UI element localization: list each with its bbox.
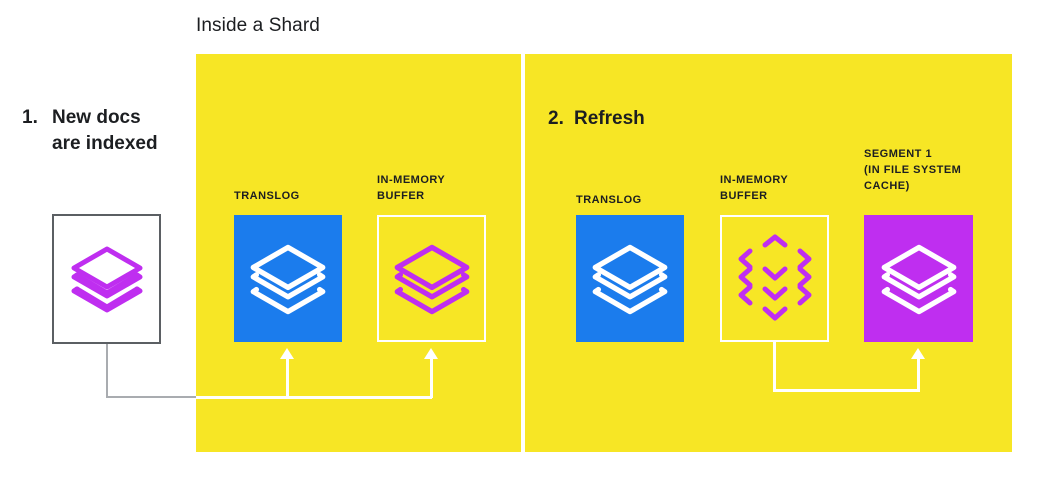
layers-stack-icon bbox=[590, 241, 670, 317]
step-2-label: Refresh bbox=[574, 108, 645, 129]
connector-docbox-down bbox=[106, 344, 108, 398]
step-2: 2. Refresh bbox=[548, 106, 645, 132]
segment1-box bbox=[864, 215, 973, 342]
layers-stack-icon bbox=[248, 241, 328, 317]
layers-stack-icon bbox=[879, 241, 959, 317]
step-1-label: New docs are indexed bbox=[52, 107, 158, 154]
translog2-box bbox=[576, 215, 684, 342]
layers-scattered-icon bbox=[732, 232, 818, 326]
in-memory-buffer2-label: IN-MEMORY BUFFER bbox=[720, 174, 789, 202]
connector-to-segment-riser bbox=[917, 358, 920, 392]
step-1-number: 1. bbox=[22, 107, 38, 128]
translog2-label: TRANSLOG bbox=[576, 194, 642, 206]
page-title: Inside a Shard bbox=[196, 15, 320, 36]
connector-to-buffer-riser bbox=[430, 358, 433, 398]
in-memory-buffer-label: IN-MEMORY BUFFER bbox=[377, 174, 446, 202]
arrowhead-to-buffer bbox=[424, 348, 438, 359]
layers-stack-icon bbox=[392, 241, 472, 317]
step-2-number: 2. bbox=[548, 108, 564, 129]
layers-stack-icon bbox=[69, 243, 145, 315]
segment1-label: SEGMENT 1 (IN FILE SYSTEM CACHE) bbox=[864, 148, 962, 192]
arrowhead-to-segment bbox=[911, 348, 925, 359]
translog-box bbox=[234, 215, 342, 342]
connector-buffer2-down bbox=[773, 342, 776, 392]
new-docs-box bbox=[52, 214, 161, 344]
connector-buffer2-right bbox=[773, 389, 920, 392]
translog-label: TRANSLOG bbox=[234, 190, 300, 202]
connector-to-translog-riser bbox=[286, 358, 289, 398]
connector-docbox-right bbox=[106, 396, 198, 398]
connector-panel1-spine bbox=[196, 396, 432, 399]
in-memory-buffer2-box bbox=[720, 215, 829, 342]
step-1: 1. New docs are indexed bbox=[22, 105, 158, 157]
in-memory-buffer-box bbox=[377, 215, 486, 342]
arrowhead-to-translog bbox=[280, 348, 294, 359]
